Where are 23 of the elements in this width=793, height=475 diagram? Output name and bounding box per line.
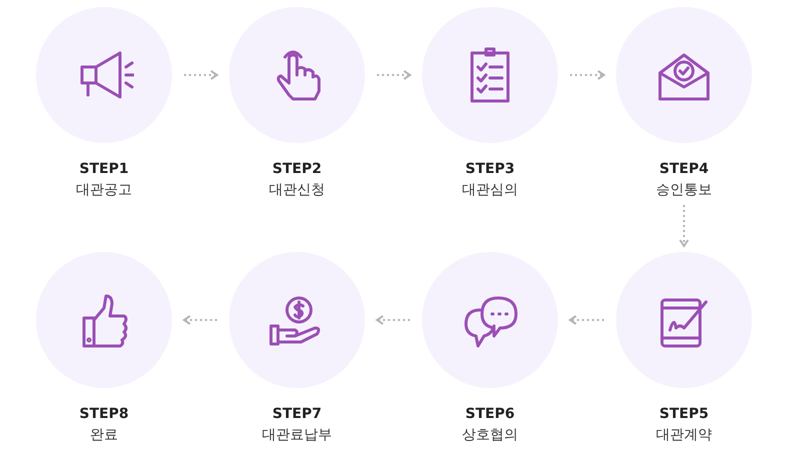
- step-title: 승인통보: [656, 181, 712, 199]
- step-title: 대관계약: [656, 426, 712, 444]
- step-title: 완료: [90, 426, 118, 444]
- step-number: STEP2: [272, 161, 322, 177]
- step-number: STEP3: [465, 161, 515, 177]
- dotted-arrow: [570, 70, 605, 80]
- step-number: STEP7: [272, 406, 322, 422]
- step-number: STEP4: [659, 161, 709, 177]
- step-title: 대관신청: [269, 181, 325, 199]
- step-title: 대관심의: [462, 181, 518, 199]
- step-number: STEP1: [79, 161, 129, 177]
- step-title: 상호협의: [462, 426, 518, 444]
- step-number: STEP6: [465, 406, 515, 422]
- dotted-arrow: [184, 70, 218, 80]
- step-number: STEP8: [79, 406, 129, 422]
- step-title: 대관공고: [76, 181, 132, 199]
- step-title: 대관료납부: [262, 426, 332, 444]
- dotted-arrow: [679, 205, 689, 247]
- dotted-arrow: [569, 315, 604, 325]
- step-number: STEP5: [659, 406, 709, 422]
- dotted-arrow: [183, 315, 217, 325]
- dotted-arrow: [376, 315, 410, 325]
- dotted-arrow: [377, 70, 411, 80]
